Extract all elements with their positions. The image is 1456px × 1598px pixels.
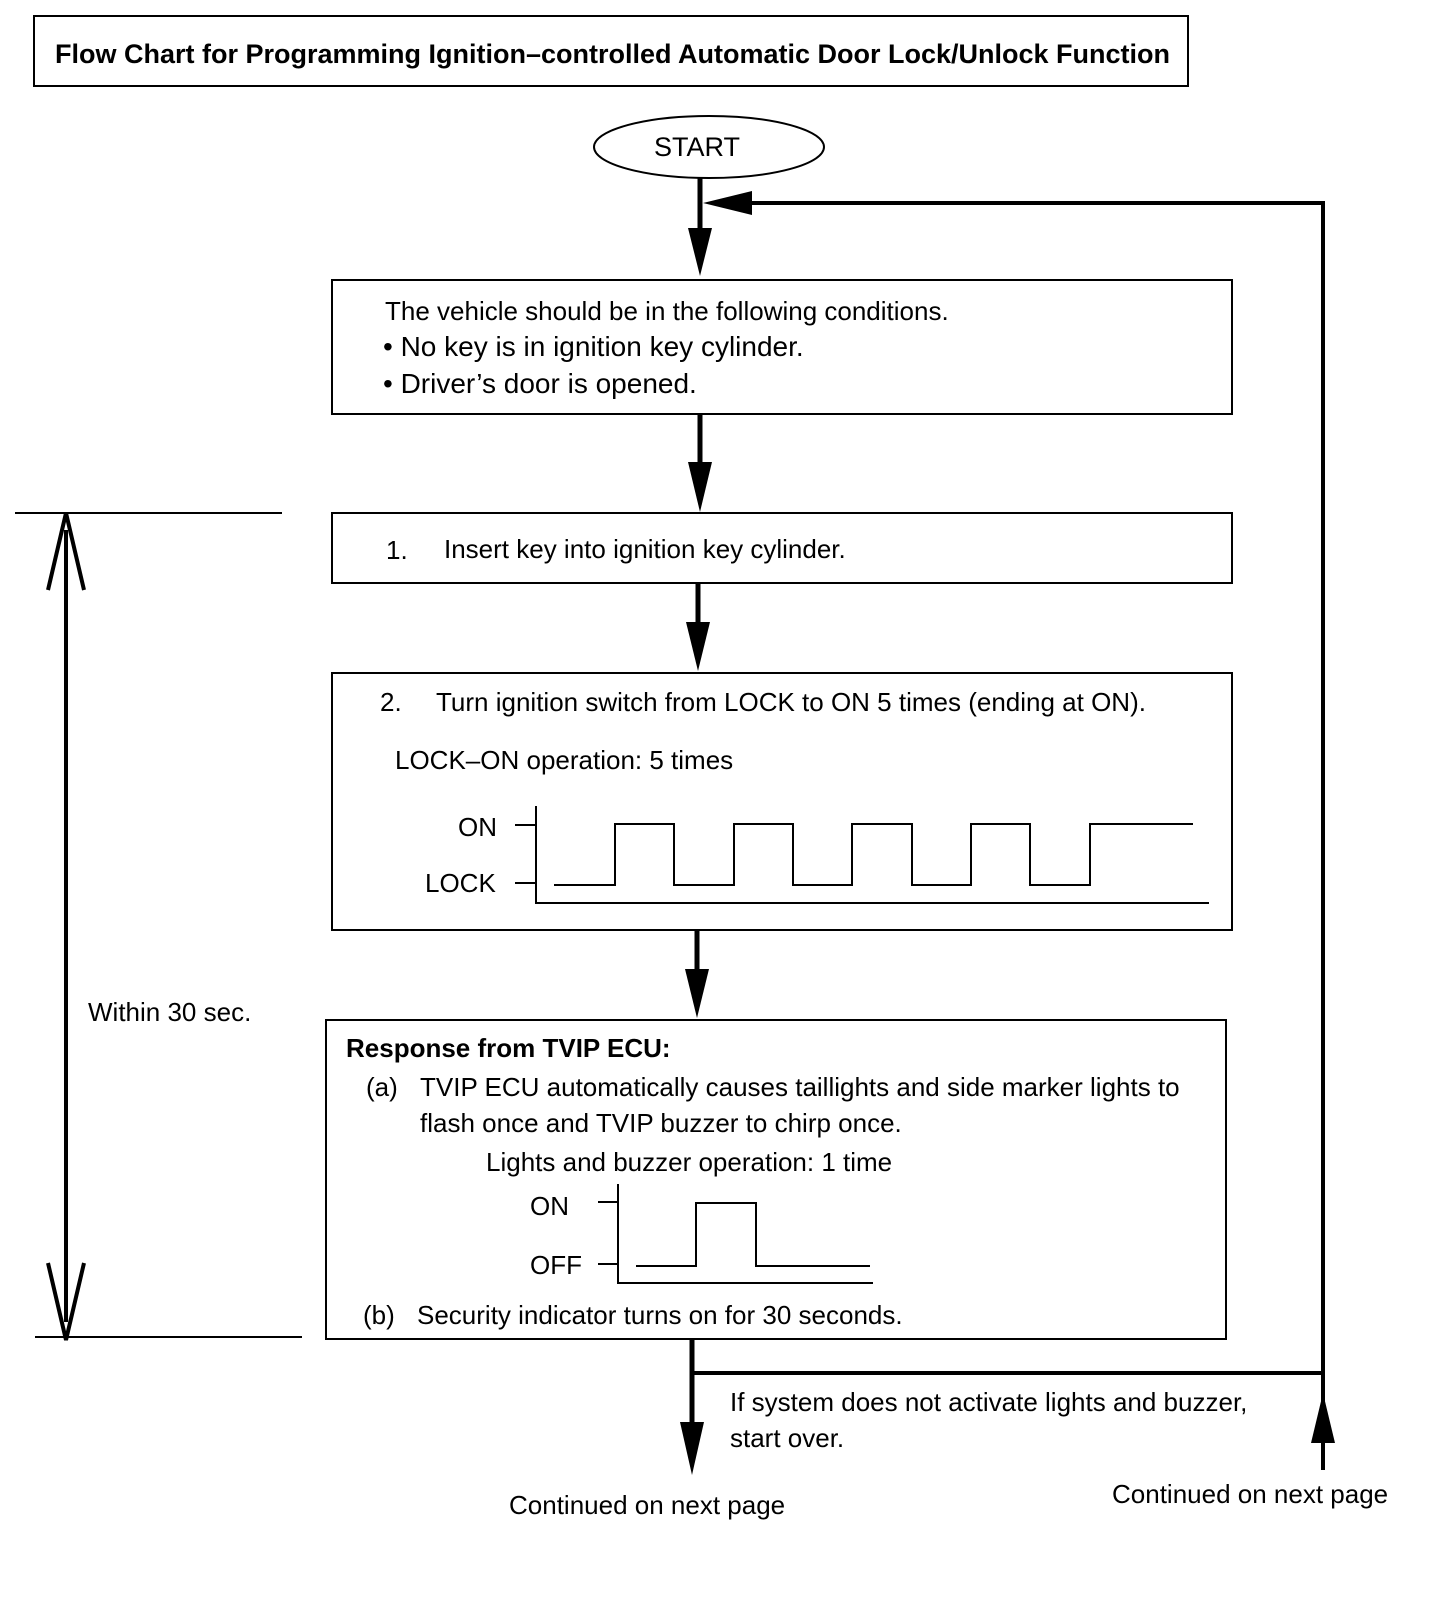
retry-note-line2: start over. — [730, 1423, 845, 1453]
timing-arrow-top-icon — [46, 512, 86, 591]
step2-high-label: ON — [458, 812, 497, 842]
start-label: START — [654, 132, 741, 162]
condition-item: • Driver’s door is opened. — [383, 368, 697, 399]
step2-number: 2. — [380, 687, 402, 717]
conditions-box: The vehicle should be in the following c… — [331, 279, 1233, 415]
step1-text: Insert key into ignition key cylinder. — [444, 534, 846, 564]
response-a-line2: flash once and TVIP buzzer to chirp once… — [420, 1108, 902, 1138]
arrowhead-up-icon — [1311, 1393, 1335, 1443]
response-operation-label: Lights and buzzer operation: 1 time — [486, 1147, 893, 1177]
arrowhead-down-icon — [688, 228, 712, 276]
arrowhead-down-icon — [686, 622, 710, 671]
lights-buzzer-waveform — [598, 1184, 873, 1284]
arrowhead-down-icon — [685, 969, 709, 1018]
response-heading: Response from TVIP ECU: — [346, 1033, 671, 1063]
response-b-text: Security indicator turns on for 30 secon… — [417, 1300, 903, 1330]
arrowhead-down-icon — [688, 462, 712, 512]
step2-operation-label: LOCK–ON operation: 5 times — [395, 745, 734, 775]
step1-number: 1. — [386, 535, 408, 565]
response-a-label: (a) — [366, 1072, 398, 1102]
title-box: Flow Chart for Programming Ignition–cont… — [33, 15, 1189, 87]
lock-on-waveform — [515, 806, 1209, 904]
condition-item: • No key is in ignition key cylinder. — [383, 331, 804, 362]
step2-text: Turn ignition switch from LOCK to ON 5 t… — [436, 687, 1146, 717]
timing-arrow-bottom-icon — [46, 1262, 86, 1341]
response-high-label: ON — [530, 1191, 569, 1221]
continued-left-label: Continued on next page — [509, 1490, 786, 1520]
continued-right-label: Continued on next page — [1112, 1479, 1389, 1509]
response-low-label: OFF — [530, 1250, 582, 1280]
step2-box: 2. Turn ignition switch from LOCK to ON … — [331, 672, 1233, 931]
retry-note-line1: If system does not activate lights and b… — [730, 1387, 1248, 1417]
conditions-heading: The vehicle should be in the following c… — [385, 296, 949, 326]
response-box: Response from TVIP ECU: (a) TVIP ECU aut… — [325, 1019, 1227, 1340]
start-ellipse — [593, 115, 825, 179]
arrowhead-left-icon — [703, 191, 752, 215]
step2-low-label: LOCK — [425, 868, 496, 898]
chart-title: Flow Chart for Programming Ignition–cont… — [55, 39, 1171, 69]
response-a-line1: TVIP ECU automatically causes taillights… — [420, 1072, 1180, 1102]
timing-label: Within 30 sec. — [88, 997, 252, 1027]
step1-box: 1. Insert key into ignition key cylinder… — [331, 512, 1233, 584]
response-b-label: (b) — [363, 1300, 395, 1330]
arrowhead-down-icon — [680, 1422, 704, 1475]
